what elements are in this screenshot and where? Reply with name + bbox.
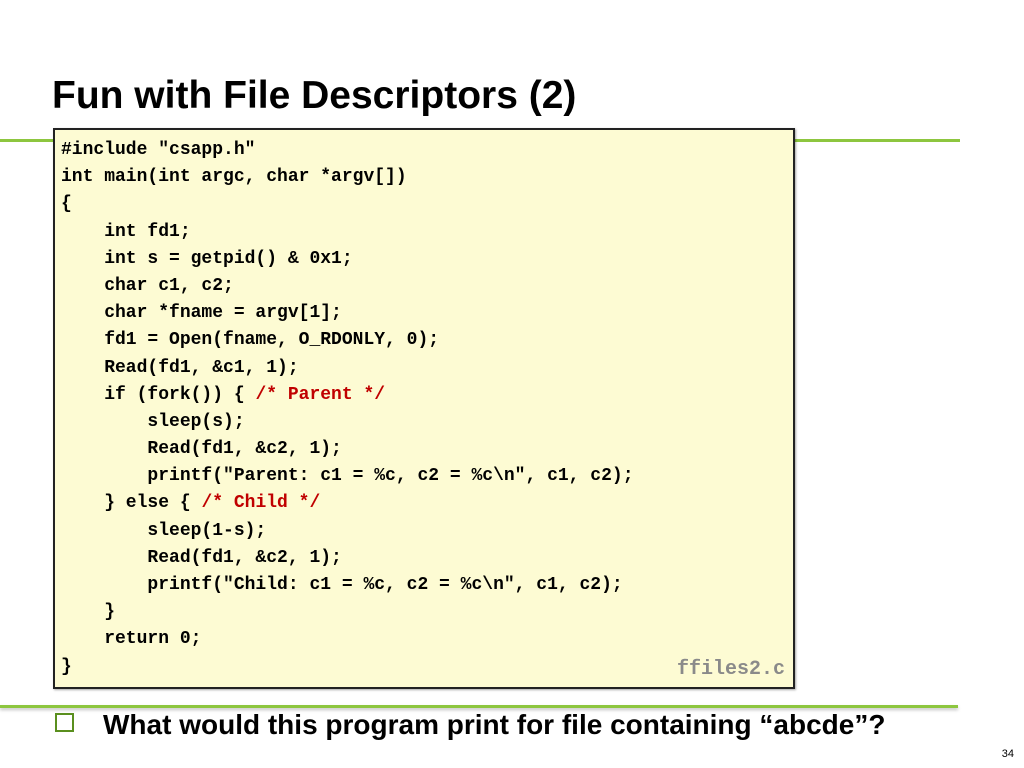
code-line: } xyxy=(61,654,634,681)
code-text: sleep(s); xyxy=(61,411,245,432)
code-text: printf("Child: c1 = %c, c2 = %c\n", c1, … xyxy=(61,575,623,595)
bullet-question: What would this program print for file c… xyxy=(103,709,886,740)
code-line: sleep(1-s); xyxy=(61,518,634,545)
code-text: { xyxy=(61,194,72,215)
code-line: return 0; xyxy=(61,626,634,653)
code-line: Read(fd1, &c2, 1); xyxy=(61,436,634,463)
code-line: } xyxy=(61,599,634,626)
bottom-divider xyxy=(0,705,958,708)
slide-title: Fun with File Descriptors (2) xyxy=(52,74,577,117)
code-text: } xyxy=(61,602,116,623)
code-comment: /* Parent */ xyxy=(255,384,386,405)
code-text: return 0; xyxy=(61,629,202,650)
code-text: Read(fd1, &c1, 1); xyxy=(61,357,299,378)
code-text: if (fork()) { xyxy=(61,384,256,405)
code-text: char c1, c2; xyxy=(61,275,234,296)
code-text: #include "csapp.h" xyxy=(61,140,256,160)
code-text: Read(fd1, &c2, 1); xyxy=(61,439,342,460)
code-line: Read(fd1, &c1, 1); xyxy=(61,355,634,382)
code-line: char *fname = argv[1]; xyxy=(61,300,634,327)
code-line: } else { /* Child */ xyxy=(61,490,634,517)
code-comment: /* Child */ xyxy=(201,493,321,514)
code-text: printf("Parent: c1 = %c, c2 = %c\n", c1,… xyxy=(61,466,634,487)
code-line: #include "csapp.h" xyxy=(61,137,634,164)
code-line: if (fork()) { /* Parent */ xyxy=(61,382,634,409)
code-block: #include "csapp.h" int main(int argc, cha… xyxy=(61,137,634,681)
code-line: char c1, c2; xyxy=(61,273,634,300)
code-line: int s = getpid() & 0x1; xyxy=(61,246,634,273)
code-text: Read(fd1, &c2, 1); xyxy=(61,547,342,568)
code-filename: ffiles2.c xyxy=(676,658,785,681)
code-line: { xyxy=(61,191,634,218)
code-line: printf("Child: c1 = %c, c2 = %c\n", c1, … xyxy=(61,572,634,599)
code-line: int fd1; xyxy=(61,219,634,246)
code-line: printf("Parent: c1 = %c, c2 = %c\n", c1,… xyxy=(61,463,634,490)
code-text: } xyxy=(61,656,72,677)
code-line: sleep(s); xyxy=(61,409,634,436)
code-text: int fd1; xyxy=(61,221,191,242)
code-text: int s = getpid() & 0x1; xyxy=(61,248,353,269)
code-line: fd1 = Open(fname, O_RDONLY, 0); xyxy=(61,327,634,354)
code-text: char *fname = argv[1]; xyxy=(61,303,342,324)
code-line: Read(fd1, &c2, 1); xyxy=(61,545,634,572)
hollow-square-bullet-icon xyxy=(55,713,74,732)
code-line: int main(int argc, char *argv[]) xyxy=(61,164,634,191)
code-text: int main(int argc, char *argv[]) xyxy=(61,167,407,188)
code-text: } else { xyxy=(61,493,202,514)
page-number: 34 xyxy=(1001,748,1014,760)
code-listing: #include "csapp.h" int main(int argc, cha… xyxy=(53,128,795,689)
code-text: sleep(1-s); xyxy=(61,520,267,541)
code-text: fd1 = Open(fname, O_RDONLY, 0); xyxy=(61,330,440,351)
